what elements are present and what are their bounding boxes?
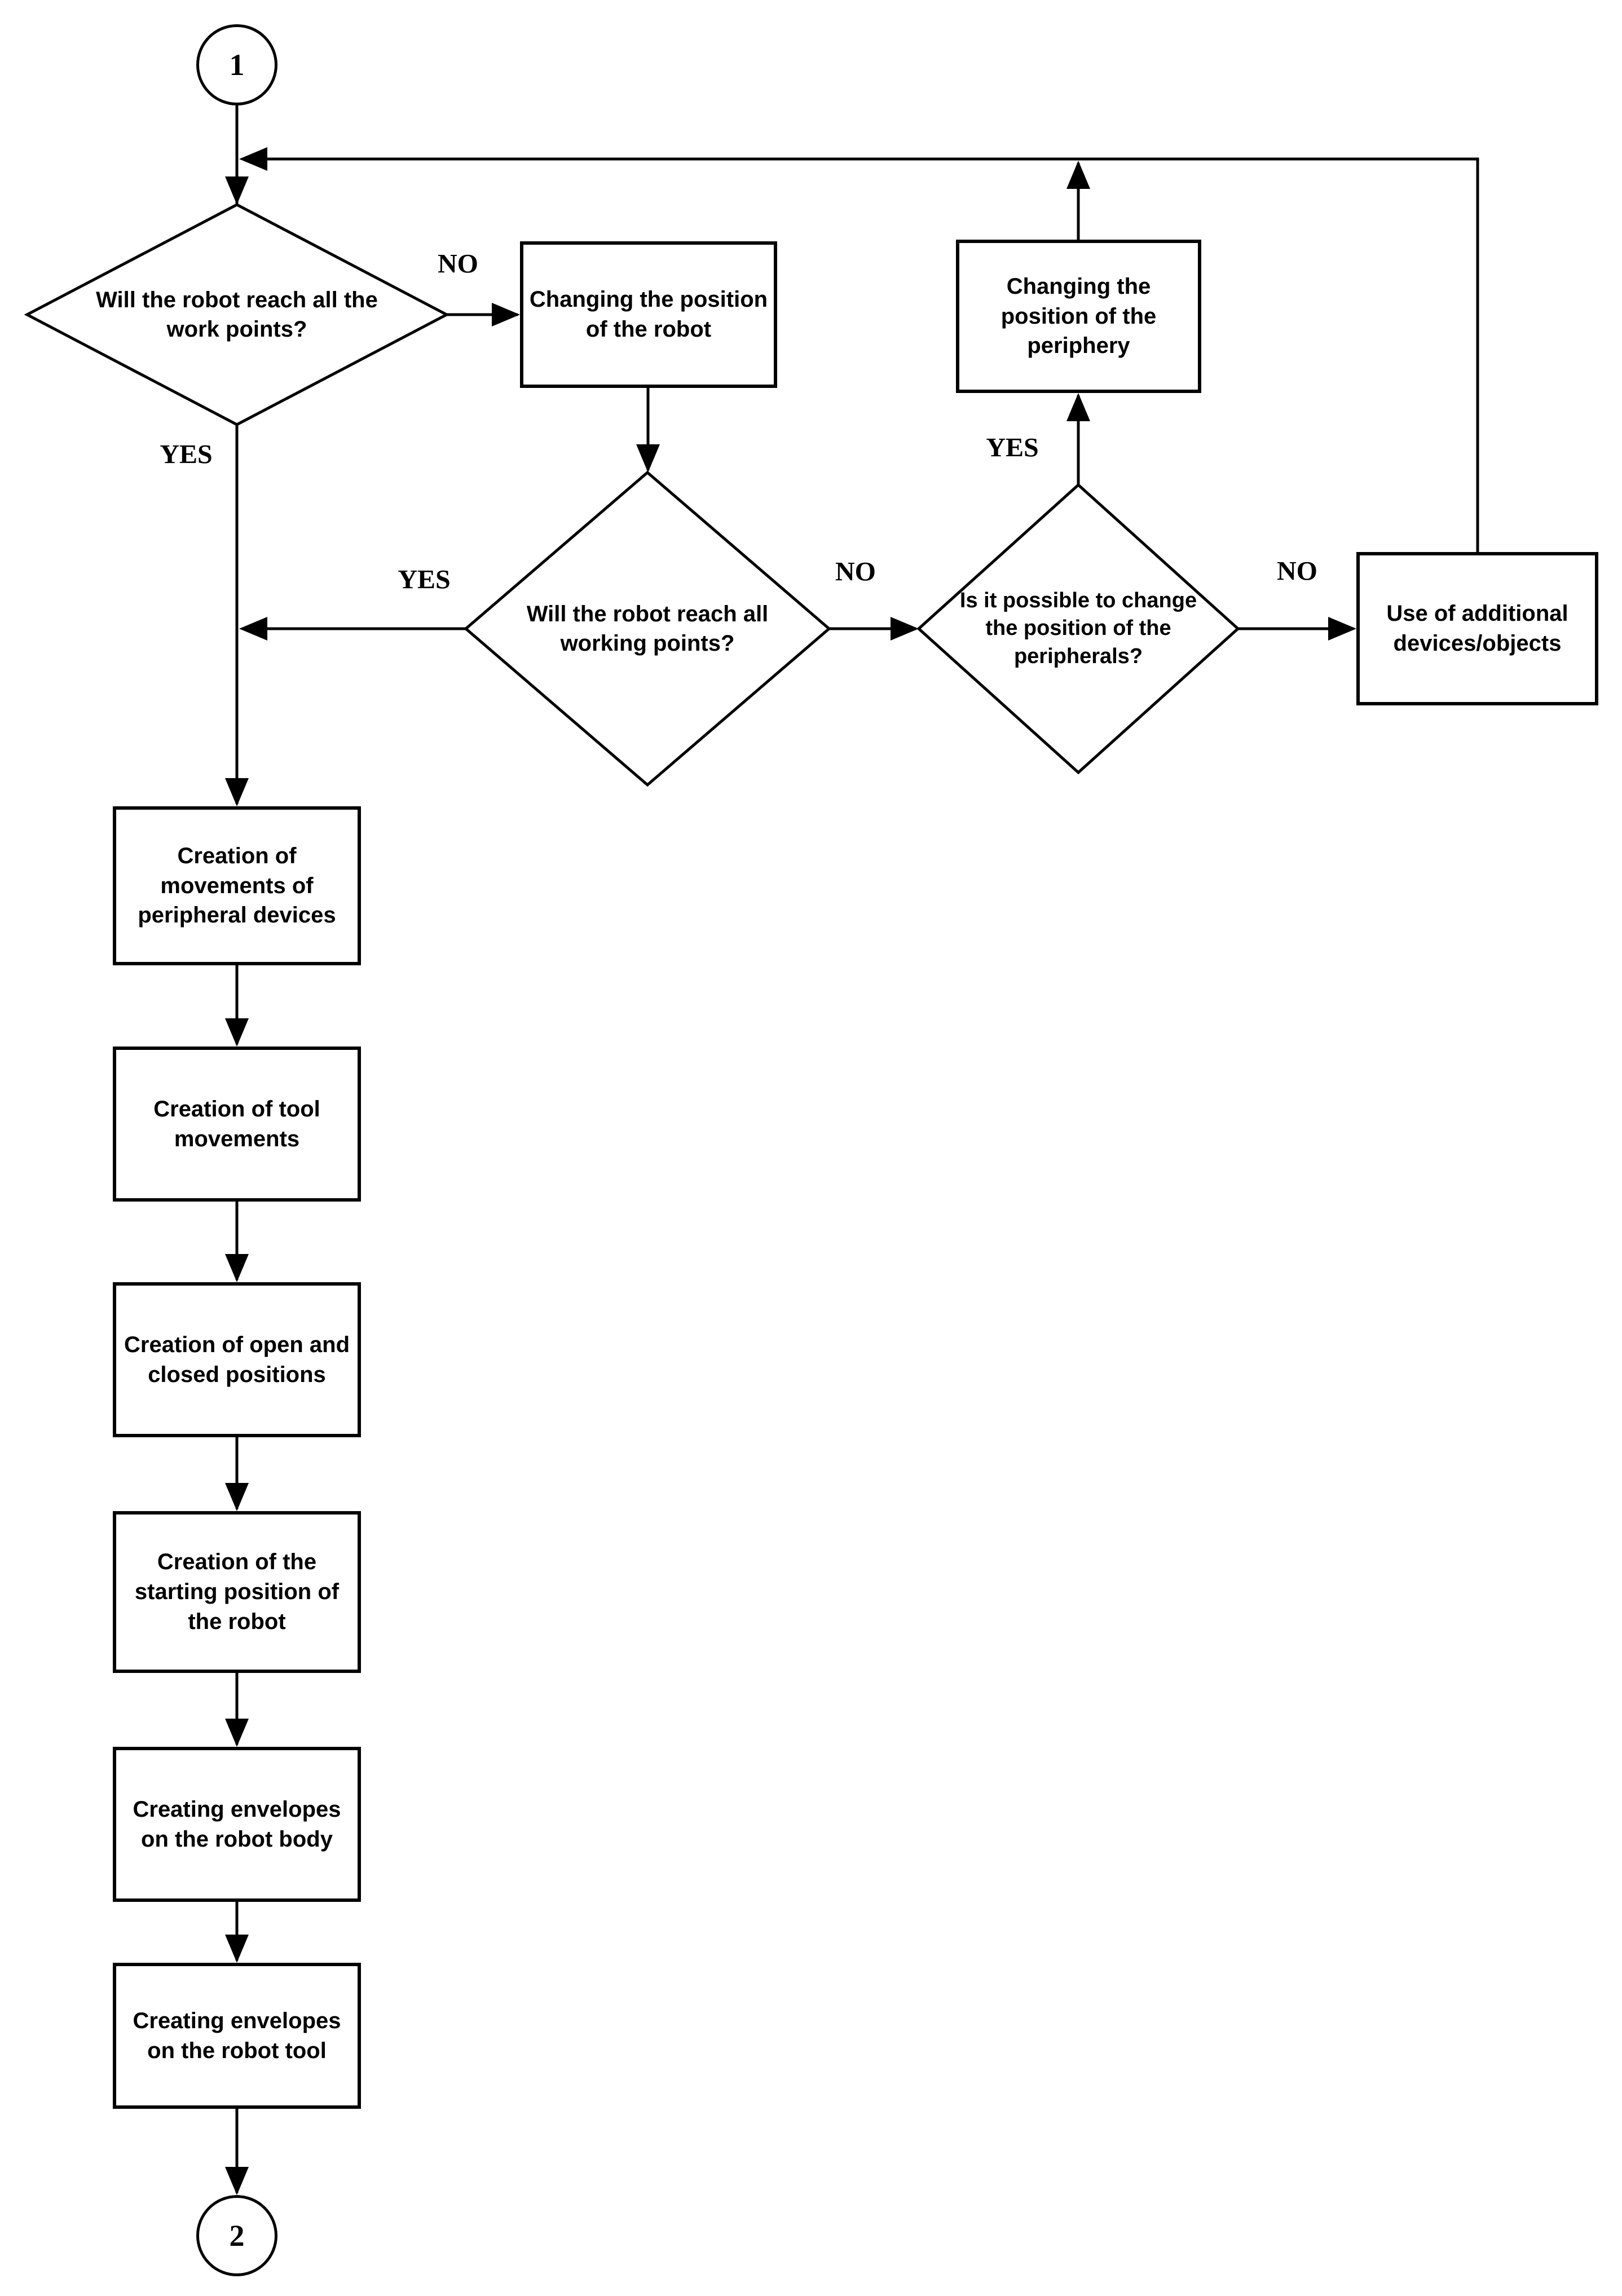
edge-label-decision1-yes: YES xyxy=(160,439,213,470)
arrowhead-down-end xyxy=(225,2167,249,2195)
arrowhead-down-decision2 xyxy=(636,444,660,473)
process-envelopes-robot-body: Creating envelopes on the robot body xyxy=(113,1747,361,1902)
edge-label-decision2-no: NO xyxy=(835,557,876,587)
process-use-additional-devices: Use of additional devices/objects xyxy=(1356,552,1598,705)
arrowhead-down-p7 xyxy=(225,1483,249,1511)
process-change-periphery-position: Changing the position of the periphery xyxy=(956,240,1201,393)
edge-label-decision3-no: NO xyxy=(1277,556,1317,586)
process-open-closed-positions: Creation of open and closed positions xyxy=(113,1282,361,1437)
decision-reach-working-points-label: Will the robot reach all working points? xyxy=(526,602,769,656)
process-peripheral-movements: Creation of movements of peripheral devi… xyxy=(113,806,361,965)
arrowhead-down-p5 xyxy=(225,1018,249,1047)
arrowhead-left-yes-junction xyxy=(239,617,267,641)
process-starting-position: Creation of the starting position of the… xyxy=(113,1511,361,1673)
arrowhead-down-decision1 xyxy=(225,176,249,205)
arrowhead-down-p9 xyxy=(225,1935,249,1963)
decision1-shape xyxy=(24,203,450,426)
decision-reach-work-points-label: Will the robot reach all the work points… xyxy=(96,288,378,342)
arrowhead-up-loop xyxy=(1066,161,1090,189)
start-connector-circle: 1 xyxy=(196,24,277,105)
arrowhead-right-devices xyxy=(1328,617,1356,641)
process-envelopes-robot-tool: Creating envelopes on the robot tool xyxy=(113,1963,361,2109)
process-tool-movements: Creation of tool movements xyxy=(113,1047,361,1202)
arrowhead-left-feedback xyxy=(239,147,267,171)
start-connector-label: 1 xyxy=(229,48,245,82)
arrowhead-right-process1 xyxy=(492,303,520,326)
edge-label-decision3-yes: YES xyxy=(986,432,1039,463)
decision-change-peripherals-label: Is it possible to change the position of… xyxy=(959,588,1197,668)
arrowhead-down-p6 xyxy=(225,1254,249,1282)
arrowhead-right-decision3 xyxy=(891,617,919,641)
decision3-shape xyxy=(916,483,1240,775)
edge-label-decision2-yes: YES xyxy=(398,564,451,595)
edge-label-decision1-no: NO xyxy=(438,249,478,279)
arrowhead-up-periphery xyxy=(1066,393,1090,421)
decision2-shape xyxy=(464,470,831,787)
process-change-robot-position: Changing the position of the robot xyxy=(520,241,777,388)
edge-feedback-loop xyxy=(244,157,1479,552)
end-connector-label: 2 xyxy=(229,2219,245,2253)
arrowhead-down-p4 xyxy=(225,778,249,806)
end-connector-circle: 2 xyxy=(196,2195,277,2276)
arrowhead-down-p8 xyxy=(225,1719,249,1747)
